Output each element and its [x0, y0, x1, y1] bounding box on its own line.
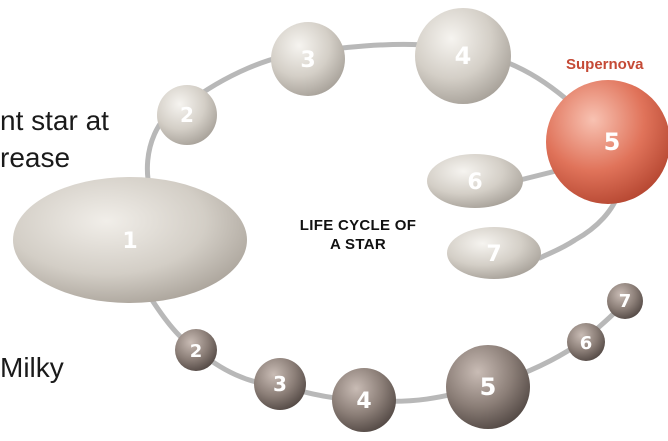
top-stage-7: 7 — [447, 227, 541, 279]
diagram-title-line-2: A STAR — [268, 235, 448, 254]
bottom-stage-6-number: 6 — [580, 333, 593, 354]
top-stage-7-number: 7 — [486, 242, 501, 267]
stage-1-protostar: 1 — [13, 177, 247, 303]
bottom-stage-5: 5 — [446, 345, 530, 429]
diagram-title: LIFE CYCLE OF A STAR — [268, 216, 448, 254]
top-stage-6-number: 6 — [467, 170, 482, 195]
bottom-stage-4-number: 4 — [356, 389, 371, 414]
bottom-stage-3-number: 3 — [273, 372, 287, 396]
top-stage-2: 2 — [157, 85, 217, 145]
bottom-stage-2-number: 2 — [190, 341, 203, 362]
bottom-stage-6: 6 — [567, 323, 605, 361]
top-stage-5-number: 5 — [604, 128, 621, 156]
top-stage-6: 6 — [427, 154, 523, 208]
partial-text-line-3: Milky — [0, 351, 64, 385]
partial-text-line-1: nt star at — [0, 104, 109, 138]
top-stage-4: 4 — [415, 8, 511, 104]
bottom-stage-4: 4 — [332, 368, 396, 432]
bottom-stage-7-number: 7 — [619, 291, 632, 312]
top-stage-5-supernova: 5 — [546, 80, 668, 204]
bottom-stage-5-number: 5 — [480, 373, 497, 401]
partial-text-line-2: rease — [0, 141, 70, 175]
diagram-title-line-1: LIFE CYCLE OF — [268, 216, 448, 235]
bottom-stage-7: 7 — [607, 283, 643, 319]
top-stage-3-number: 3 — [300, 48, 315, 73]
top-stage-2-number: 2 — [180, 103, 194, 127]
top-stage-4-number: 4 — [455, 42, 472, 70]
bottom-stage-3: 3 — [254, 358, 306, 410]
bottom-stage-2: 2 — [175, 329, 217, 371]
stage-1-number: 1 — [122, 229, 137, 254]
supernova-label: Supernova — [566, 56, 644, 73]
top-stage-3: 3 — [271, 22, 345, 96]
